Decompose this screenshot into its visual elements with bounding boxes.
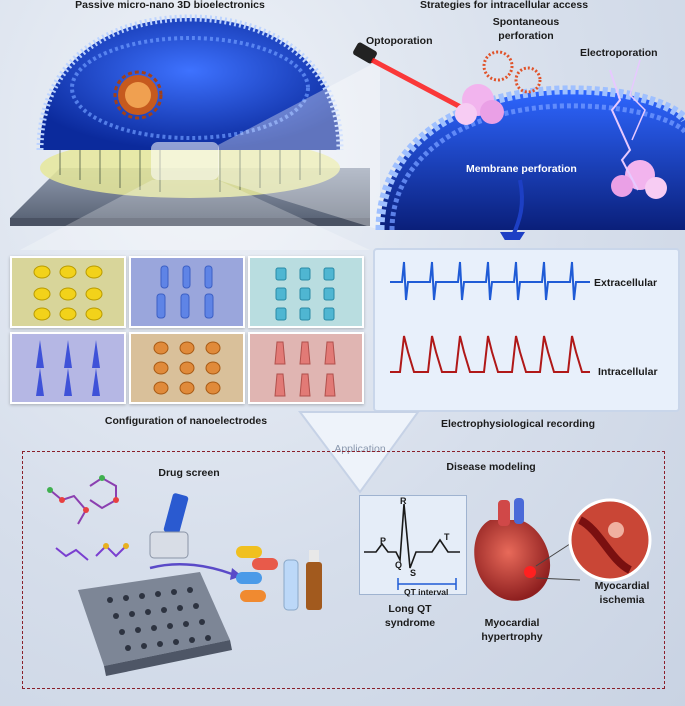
ecg-label-t: T <box>444 532 450 542</box>
electrode-config-nanovolcano <box>248 332 364 404</box>
label-disease-modeling: Disease modeling <box>446 461 536 473</box>
recording-traces <box>390 261 590 373</box>
label-ischemia-2: ischemia <box>599 594 645 606</box>
label-syndrome: syndrome <box>384 617 436 629</box>
label-hypertrophy-2: hypertrophy <box>481 631 543 643</box>
electrode-config-nanocrown <box>248 256 364 328</box>
drug-screen-illustration <box>47 475 322 676</box>
label-extracellular: Extracellular <box>594 277 658 289</box>
label-electroporation: Electroporation <box>580 47 658 59</box>
label-intracellular: Intracellular <box>598 366 658 378</box>
label-configuration: Configuration of nanoelectrodes <box>104 415 268 427</box>
title-intracellular-strategies: Strategies for intracellular access <box>419 0 589 11</box>
electrode-config-mushroom <box>10 256 126 328</box>
extracellular-trace <box>390 261 590 301</box>
ecg-label-s: S <box>410 568 417 578</box>
intracellular-trace <box>390 335 590 373</box>
label-ischemia-1: Myocardial <box>594 580 650 592</box>
cell-on-chip-illustration <box>10 14 370 226</box>
recording-panel <box>373 248 680 412</box>
ecg-label-p: P <box>380 536 387 546</box>
ecg-label-qt-interval: QT interval <box>404 587 449 597</box>
electrode-config-nanoneedle <box>10 332 126 404</box>
title-passive-bioelectronics: Passive micro-nano 3D bioelectronics <box>75 0 265 11</box>
ecg-panel <box>359 495 467 595</box>
label-spontaneous: Spontaneous <box>492 16 560 28</box>
electrode-config-nanotube <box>129 256 245 328</box>
electrode-config-nanocup <box>129 332 245 404</box>
label-application: Application <box>334 443 386 455</box>
application-funnel <box>298 411 420 494</box>
ecg-label-q: Q <box>395 560 403 570</box>
label-membrane-perforation: Membrane perforation <box>466 163 577 175</box>
membrane-perforation-illustration <box>353 42 685 240</box>
label-long-qt: Long QT <box>388 603 432 615</box>
label-perforation: perforation <box>498 30 554 42</box>
applications-box <box>22 451 665 689</box>
zoom-beam <box>20 60 380 250</box>
ecg-label-r: R <box>400 496 407 506</box>
label-drug-screen: Drug screen <box>158 467 220 479</box>
label-hypertrophy-1: Myocardial <box>484 617 540 629</box>
label-optoporation: Optoporation <box>366 35 433 47</box>
label-electrophysiological-recording: Electrophysiological recording <box>440 418 596 430</box>
